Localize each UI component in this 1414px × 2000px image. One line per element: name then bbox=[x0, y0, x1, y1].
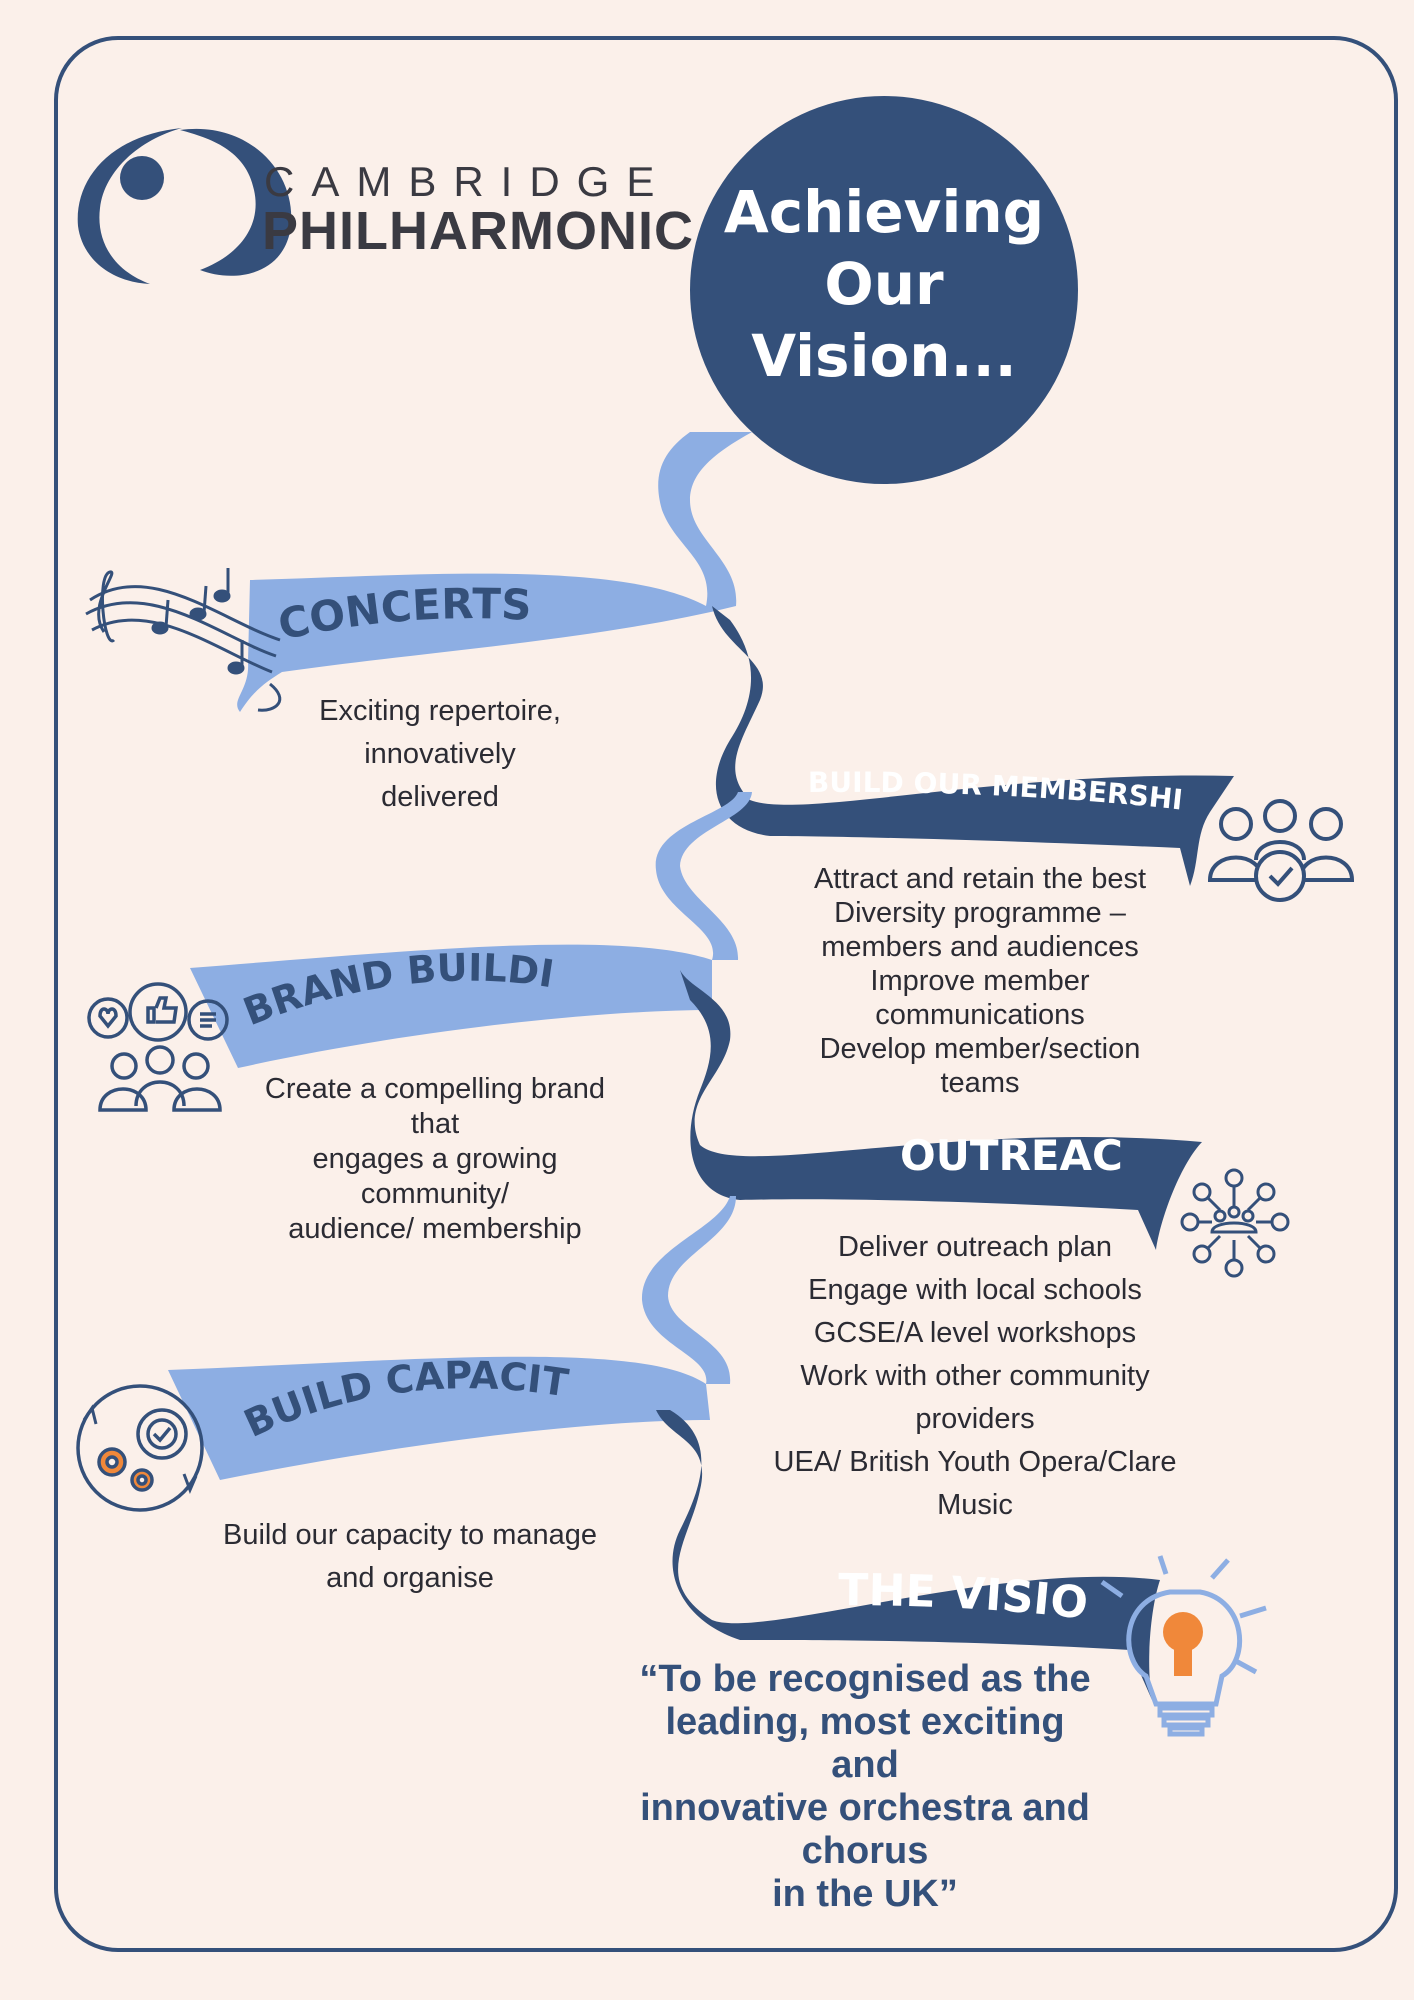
capacity-description: Build our capacity to manage and organis… bbox=[195, 1514, 625, 1600]
text-line: teams bbox=[940, 1067, 1020, 1099]
text-line: audience/ membership bbox=[288, 1213, 582, 1245]
logo-symbol-icon bbox=[77, 128, 292, 284]
title-line-3: Vision... bbox=[751, 322, 1017, 390]
text-line: and organise bbox=[326, 1562, 494, 1594]
text-line: in the UK” bbox=[772, 1872, 958, 1915]
text-line: leading, most exciting bbox=[665, 1700, 1065, 1743]
title-circle bbox=[690, 96, 1078, 484]
text-line: “To be recognised as the bbox=[639, 1658, 1091, 1700]
text-line: Create a compelling brand bbox=[264, 1073, 606, 1105]
ribbon-membership bbox=[712, 606, 1234, 886]
text-line: Work with other community bbox=[800, 1360, 1150, 1392]
text-line: GCSE/A level workshops bbox=[813, 1317, 1137, 1349]
ribbon-capacity bbox=[168, 1356, 710, 1480]
text-line: engages a growing bbox=[312, 1143, 558, 1175]
lightbulb-icon bbox=[1100, 1555, 1267, 1737]
text-line: innovatively bbox=[364, 738, 516, 770]
title-line-1: Achieving bbox=[723, 178, 1045, 246]
text-line: innovative orchestra and bbox=[640, 1786, 1090, 1829]
outreach-description: Deliver outreach plan Engage with local … bbox=[745, 1226, 1205, 1527]
ribbon-1 bbox=[658, 432, 752, 606]
vision-quote: “To be recognised as the leading, most e… bbox=[590, 1658, 1140, 1916]
title: Achieving Our Vision... bbox=[700, 176, 1068, 392]
ribbon-outreach bbox=[680, 970, 1202, 1250]
ribbon-concerts bbox=[237, 573, 736, 712]
text-line: Engage with local schools bbox=[808, 1274, 1142, 1306]
text-line: Build our capacity to manage bbox=[223, 1519, 597, 1551]
text-line: Diversity programme – bbox=[834, 897, 1126, 929]
brand-label: BRAND BUILDING bbox=[0, 0, 557, 1034]
membership-description: Attract and retain the best Diversity pr… bbox=[770, 862, 1190, 1100]
text-line: communications bbox=[875, 999, 1085, 1031]
concerts-description: Exciting repertoire, innovatively delive… bbox=[290, 690, 590, 819]
text-line: Improve member bbox=[870, 965, 1090, 997]
text-line: members and audiences bbox=[821, 931, 1139, 963]
network-people-icon bbox=[1180, 1168, 1290, 1278]
gears-icon bbox=[76, 1384, 204, 1512]
text-line: UEA/ British Youth Opera/Clare bbox=[773, 1446, 1177, 1478]
music-notes-icon bbox=[85, 568, 282, 712]
text-line: Music bbox=[937, 1489, 1013, 1521]
ribbon-brand bbox=[190, 944, 712, 1068]
text-line: community/ bbox=[360, 1178, 510, 1210]
text-line: providers bbox=[915, 1403, 1035, 1435]
people-check-icon bbox=[1207, 799, 1355, 902]
text-line: Deliver outreach plan bbox=[837, 1231, 1113, 1263]
text-line: chorus bbox=[801, 1829, 929, 1872]
title-line-2: Our bbox=[824, 250, 944, 318]
social-feedback-icon bbox=[87, 982, 229, 1112]
text-line: delivered bbox=[381, 781, 499, 813]
text-line: that bbox=[410, 1108, 460, 1140]
ribbon-2 bbox=[655, 792, 752, 960]
text-line: and bbox=[831, 1743, 899, 1786]
ribbon-3 bbox=[641, 1196, 736, 1384]
brand-description: Create a compelling brand that engages a… bbox=[235, 1072, 635, 1247]
logo-line-1: CAMBRIDGE bbox=[264, 158, 672, 205]
page-frame bbox=[54, 36, 1398, 1952]
text-line: Develop member/section bbox=[819, 1033, 1141, 1065]
text-line: Exciting repertoire, bbox=[319, 695, 561, 727]
logo-line-2: PHILHARMONIC bbox=[262, 201, 694, 261]
text-line: Attract and retain the best bbox=[813, 863, 1147, 895]
ribbon-vision bbox=[656, 1410, 1160, 1700]
